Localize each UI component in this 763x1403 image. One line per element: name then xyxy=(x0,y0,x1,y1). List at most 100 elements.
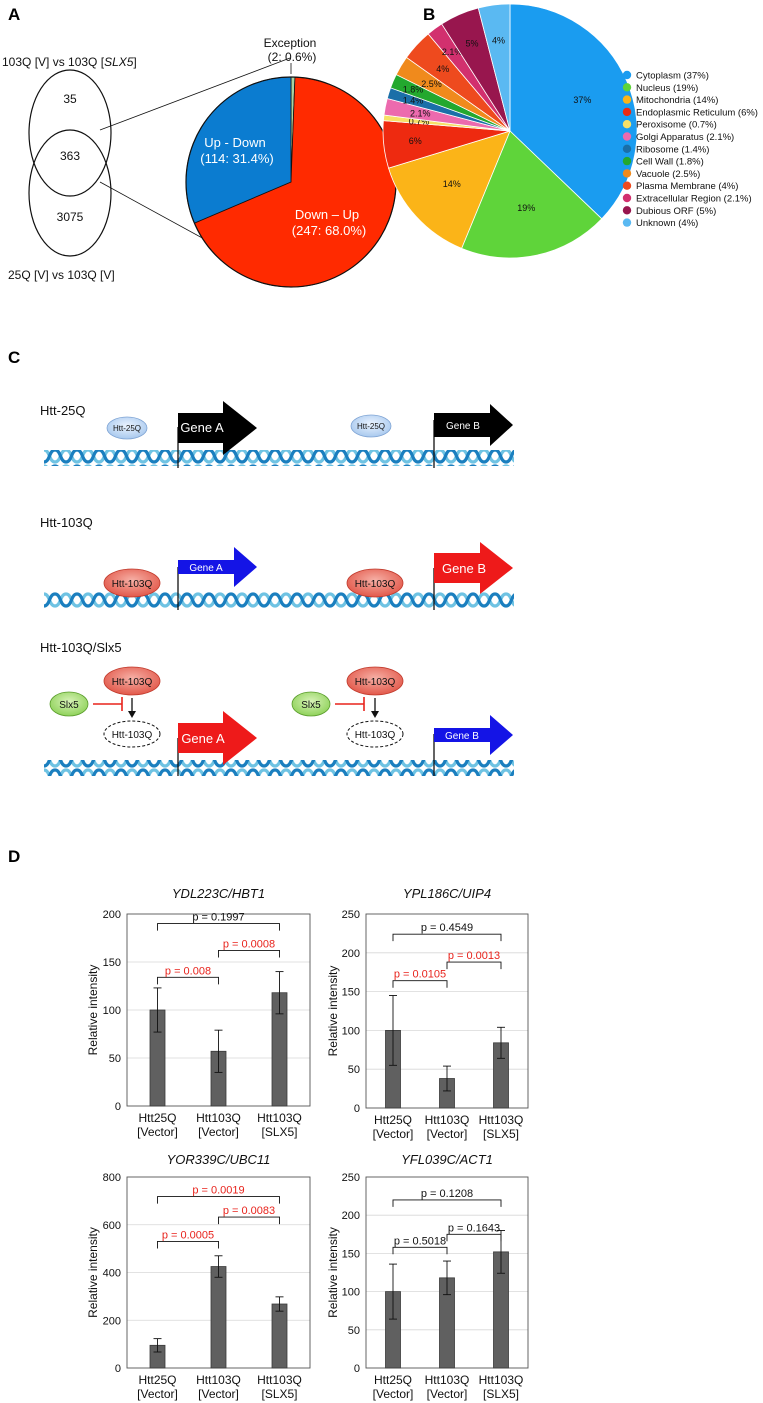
y-tick-label: 200 xyxy=(342,948,360,960)
gene-b-label-row3: Gene B xyxy=(445,731,479,742)
localization-data-label: 4% xyxy=(492,35,505,45)
up-down-value: (114: 31.4%) xyxy=(200,151,273,166)
x-tick-label: Htt25Q xyxy=(374,1113,412,1127)
chart-title: YDL223C/HBT1 xyxy=(172,886,265,901)
htt25q-protein-1 xyxy=(106,416,148,440)
gene-b-arrow-row1: Gene B xyxy=(433,404,513,468)
significance-bracket xyxy=(446,961,502,970)
legend-entry: Ribosome (1.4%) xyxy=(636,144,709,155)
p-value-label: p = 0.0005 xyxy=(162,1229,214,1241)
legend-entry: Endoplasmic Reticulum (6%) xyxy=(636,107,758,118)
gene-b-arrow-row3: Gene B xyxy=(433,715,513,776)
legend-swatch xyxy=(622,169,632,178)
legend-entry: Golgi Apparatus (2.1%) xyxy=(636,132,734,143)
localization-data-label: 4% xyxy=(436,64,449,74)
y-tick-label: 150 xyxy=(103,957,121,969)
localization-slice xyxy=(477,3,511,132)
x-tick-label: Htt103Q xyxy=(257,1111,302,1125)
down-up-value: (247: 68.0%) xyxy=(292,223,366,238)
legend-entry: Peroxisome (0.7%) xyxy=(636,120,717,131)
x-tick-label: [Vector] xyxy=(137,1125,178,1139)
localization-slice xyxy=(509,3,638,220)
htt103q-label-1: Htt-103Q xyxy=(112,579,153,590)
htt103q-label-2: Htt-103Q xyxy=(355,579,396,590)
significance-bracket xyxy=(392,980,448,988)
x-tick-label: [SLX5] xyxy=(261,1125,297,1139)
x-tick-label: Htt103Q xyxy=(257,1373,302,1387)
y-axis-label: Relative intensity xyxy=(86,965,100,1056)
significance-bracket xyxy=(392,933,502,942)
significance-bracket xyxy=(392,1199,502,1207)
localization-data-label: 1.8% xyxy=(403,85,424,95)
x-tick-label: [Vector] xyxy=(427,1387,468,1401)
legend-swatch xyxy=(622,70,632,80)
localization-data-label: 2.1% xyxy=(442,47,463,57)
p-value-label: p = 0.5018 xyxy=(394,1235,446,1247)
y-tick-label: 0 xyxy=(354,1103,360,1115)
significance-bracket xyxy=(218,1216,280,1225)
chart-title: YPL186C/UIP4 xyxy=(403,886,491,901)
htt25q-label-1: Htt-25Q xyxy=(113,424,141,433)
venn-count-overlap: 363 xyxy=(60,149,80,163)
legend-swatch xyxy=(622,144,632,153)
y-tick-label: 800 xyxy=(103,1172,121,1184)
y-axis-label: Relative intensity xyxy=(86,1227,100,1318)
y-tick-label: 250 xyxy=(342,1172,360,1184)
p-value-label: p = 0.4549 xyxy=(421,922,473,934)
y-tick-label: 50 xyxy=(348,1325,360,1337)
down-up-label: Down – Up xyxy=(295,207,359,222)
y-axis-label: Relative intensity xyxy=(326,966,340,1057)
slx5-protein-2 xyxy=(291,691,331,717)
localization-data-label: 37% xyxy=(573,95,591,105)
venn-circle-top xyxy=(28,69,112,197)
x-tick-label: [Vector] xyxy=(198,1125,239,1139)
up-down-label: Up - Down xyxy=(204,135,265,150)
legend-entry: Nucleus (19%) xyxy=(636,83,698,94)
exception-label: Exception xyxy=(264,36,317,50)
htt103q-label-3: Htt-103Q xyxy=(112,677,153,688)
p-value-label: p = 0.0083 xyxy=(223,1205,275,1217)
legend-swatch xyxy=(622,193,632,203)
zoom-line-top xyxy=(99,57,291,131)
displace-arrowhead-1 xyxy=(128,711,136,718)
x-tick-label: Htt103Q xyxy=(196,1373,241,1387)
significance-bracket xyxy=(392,1246,448,1255)
x-tick-label: [SLX5] xyxy=(483,1387,519,1401)
legend-entry: Unknown (4%) xyxy=(636,218,698,229)
y-tick-label: 250 xyxy=(342,909,360,921)
displace-arrowhead-2 xyxy=(371,711,379,718)
chart-title: YOR339C/UBC11 xyxy=(167,1152,271,1167)
legend-swatch xyxy=(622,132,632,141)
panel-b: 37%19%14%6%0.7%2.1%1.4%1.8%2.5%4%2.1%5%4… xyxy=(382,3,758,259)
htt103q-protein-2 xyxy=(346,568,404,598)
legend-swatch xyxy=(622,206,632,215)
htt103q-protein-1 xyxy=(103,568,161,598)
y-tick-label: 600 xyxy=(103,1220,121,1232)
significance-bracket xyxy=(157,923,280,931)
localization-pie: 37%19%14%6%0.7%2.1%1.4%1.8%2.5%4%2.1%5%4… xyxy=(382,3,638,259)
x-tick-label: Htt25Q xyxy=(374,1373,412,1387)
htt25q-protein-2 xyxy=(350,414,392,438)
y-tick-label: 0 xyxy=(115,1101,121,1113)
slx5-label-1: Slx5 xyxy=(59,700,79,711)
chart-title: YFL039C/ACT1 xyxy=(401,1152,493,1167)
bar xyxy=(271,1303,288,1369)
y-tick-label: 200 xyxy=(103,909,121,921)
p-value-label: p = 0.0019 xyxy=(192,1185,244,1197)
p-value-label: p = 0.0008 xyxy=(223,938,275,950)
legend-swatch xyxy=(622,83,632,92)
localization-data-label: 14% xyxy=(443,179,461,189)
htt103q-ghost-2 xyxy=(346,720,404,748)
legend-swatch xyxy=(622,218,632,227)
x-tick-label: Htt103Q xyxy=(479,1373,524,1387)
p-value-label: p = 0.0105 xyxy=(394,969,446,981)
y-tick-label: 100 xyxy=(342,1025,360,1037)
direction-pie xyxy=(185,76,397,288)
row-title-htt103q-slx5: Htt-103Q/Slx5 xyxy=(40,640,122,655)
legend-swatch xyxy=(622,120,632,129)
legend-swatch xyxy=(622,95,632,104)
panel-a: 103Q [V] vs 103Q [SLX5] 35 363 3075 25Q … xyxy=(2,36,397,288)
x-tick-label: [Vector] xyxy=(198,1387,239,1401)
